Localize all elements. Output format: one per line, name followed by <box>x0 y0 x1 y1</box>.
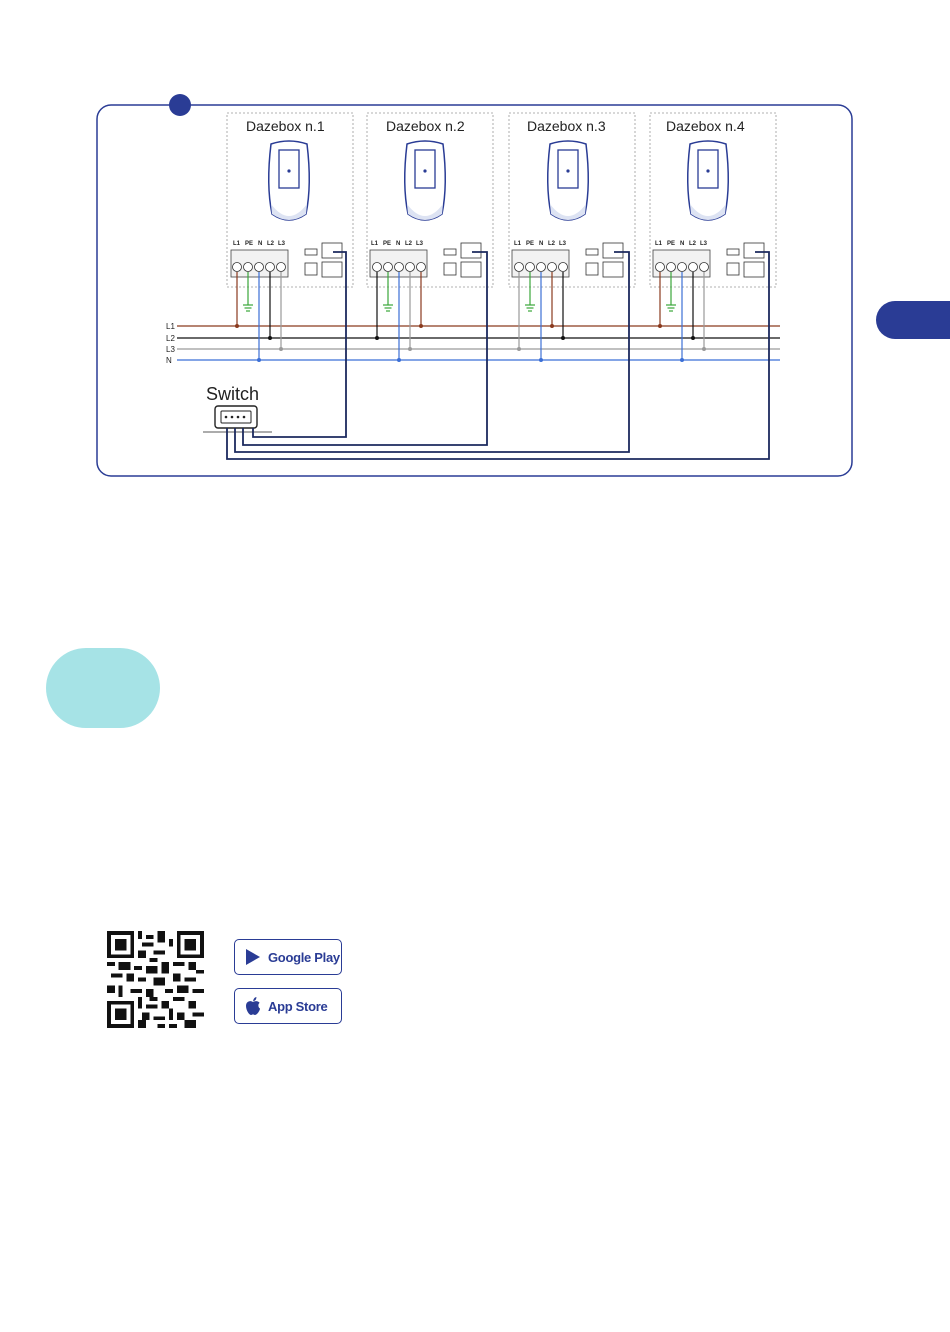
dazebox-2-term-l3: L3 <box>416 241 424 247</box>
charger-2-icon <box>405 141 446 220</box>
bus-label-l2: L2 <box>166 334 175 343</box>
dazebox-1: Dazebox n.1 L1 PE N L2 L3 <box>227 113 353 362</box>
dazebox-1-term-l3: L3 <box>278 241 286 247</box>
dazebox-2-term-n: N <box>396 241 400 247</box>
dazebox-4: Dazebox n.4 L1 PE N L2 L3 <box>650 113 776 362</box>
dazebox-2-term-l2: L2 <box>405 241 413 247</box>
qr-code-icon[interactable] <box>107 931 204 1028</box>
frame-marker-dot <box>169 94 191 116</box>
app-store-label: App Store <box>268 999 327 1014</box>
switch-label: Switch <box>206 384 259 404</box>
dazebox-3-title: Dazebox n.3 <box>527 118 606 134</box>
dazebox-1-title: Dazebox n.1 <box>246 118 325 134</box>
dazebox-4-term-pe: PE <box>667 241 675 247</box>
dazebox-3-term-l3: L3 <box>559 241 567 247</box>
dazebox-2-term-l1: L1 <box>371 241 379 247</box>
google-play-label: Google Play <box>268 950 340 965</box>
dazebox-2-title: Dazebox n.2 <box>386 118 465 134</box>
section-badge <box>46 648 160 728</box>
charger-3-icon <box>548 141 589 220</box>
bus-label-l1: L1 <box>166 322 175 331</box>
wiring-diagram: L1 L2 L3 N Dazebox n.1 L1 PE N L2 L3 <box>0 0 950 500</box>
google-play-button[interactable]: Google Play <box>234 939 342 975</box>
dazebox-1-term-pe: PE <box>245 241 253 247</box>
diagram-frame <box>97 105 852 476</box>
terminal-block-4: L1 PE N L2 L3 <box>653 241 764 277</box>
ethernet-cables <box>227 252 769 459</box>
dazebox-1-term-n: N <box>258 241 262 247</box>
terminal-block-1: L1 PE N L2 L3 <box>231 241 342 277</box>
apple-icon <box>244 996 262 1016</box>
bus-label-n: N <box>166 356 172 365</box>
dazebox-3-term-pe: PE <box>526 241 534 247</box>
dazebox-3-term-n: N <box>539 241 543 247</box>
dazebox-4-title: Dazebox n.4 <box>666 118 745 134</box>
dazebox-3: Dazebox n.3 L1 PE N L2 L3 <box>509 113 635 362</box>
network-switch: Switch <box>203 384 272 432</box>
charger-4-icon <box>688 141 729 220</box>
dazebox-1-term-l2: L2 <box>267 241 275 247</box>
play-triangle-icon <box>244 948 262 966</box>
app-store-button[interactable]: App Store <box>234 988 342 1024</box>
charger-1-icon <box>269 141 310 220</box>
section-tab-marker <box>876 301 950 339</box>
dazebox-4-term-l3: L3 <box>700 241 708 247</box>
dazebox-3-term-l1: L1 <box>514 241 522 247</box>
dazebox-4-term-n: N <box>680 241 684 247</box>
dazebox-2-term-pe: PE <box>383 241 391 247</box>
dazebox-4-term-l1: L1 <box>655 241 663 247</box>
terminal-block-3: L1 PE N L2 L3 <box>512 241 623 277</box>
dazebox-2: Dazebox n.2 L1 PE N L2 L3 <box>367 113 493 362</box>
dazebox-1-term-l1: L1 <box>233 241 241 247</box>
dazebox-4-term-l2: L2 <box>689 241 697 247</box>
dazebox-3-term-l2: L2 <box>548 241 556 247</box>
terminal-block-2: L1 PE N L2 L3 <box>370 241 481 277</box>
bus-label-l3: L3 <box>166 345 175 354</box>
